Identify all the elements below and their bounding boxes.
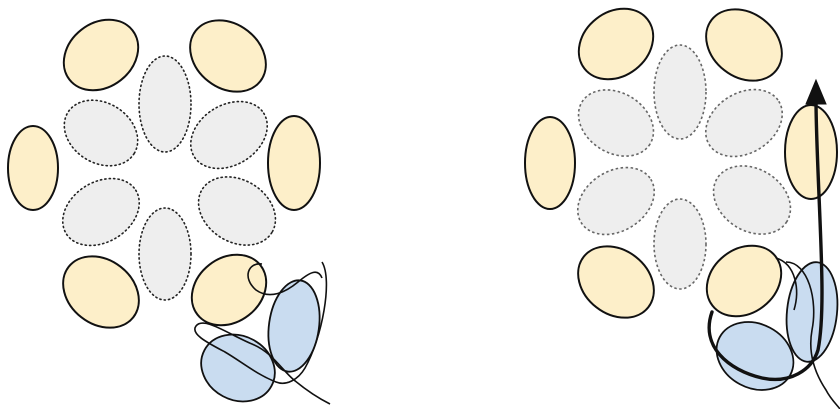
inner-petal-bottom (139, 208, 191, 300)
inner-petal-upper-right (178, 88, 279, 182)
inner-petal-lower-left (50, 165, 151, 259)
left-panel (8, 5, 330, 409)
inner-petal-top (654, 45, 706, 139)
outer-petal-right (268, 116, 320, 210)
inner-petal-bottom (654, 199, 706, 289)
outer-petal-top-right (692, 0, 796, 95)
outer-petal-top-left (50, 5, 152, 105)
outer-petal-left (525, 117, 575, 209)
inner-petal-upper-left (566, 76, 666, 169)
outer-petal-bottom-left (49, 242, 153, 343)
inner-petal-lower-left (565, 154, 666, 248)
inner-petal-upper-right (693, 76, 794, 170)
inner-petal-top (139, 56, 191, 152)
outer-petal-bottom-right (178, 240, 280, 340)
outer-petal-bottom-left (564, 232, 668, 333)
outer-petal-right (785, 105, 837, 199)
right-panel (525, 0, 840, 409)
outer-petal-bottom-right (693, 231, 795, 331)
outer-petal-top-left (565, 0, 667, 94)
arrowhead (806, 80, 826, 104)
outer-petal-left (8, 126, 58, 210)
outer-petal-top-right (176, 6, 280, 107)
inner-petal-upper-left (52, 87, 150, 179)
